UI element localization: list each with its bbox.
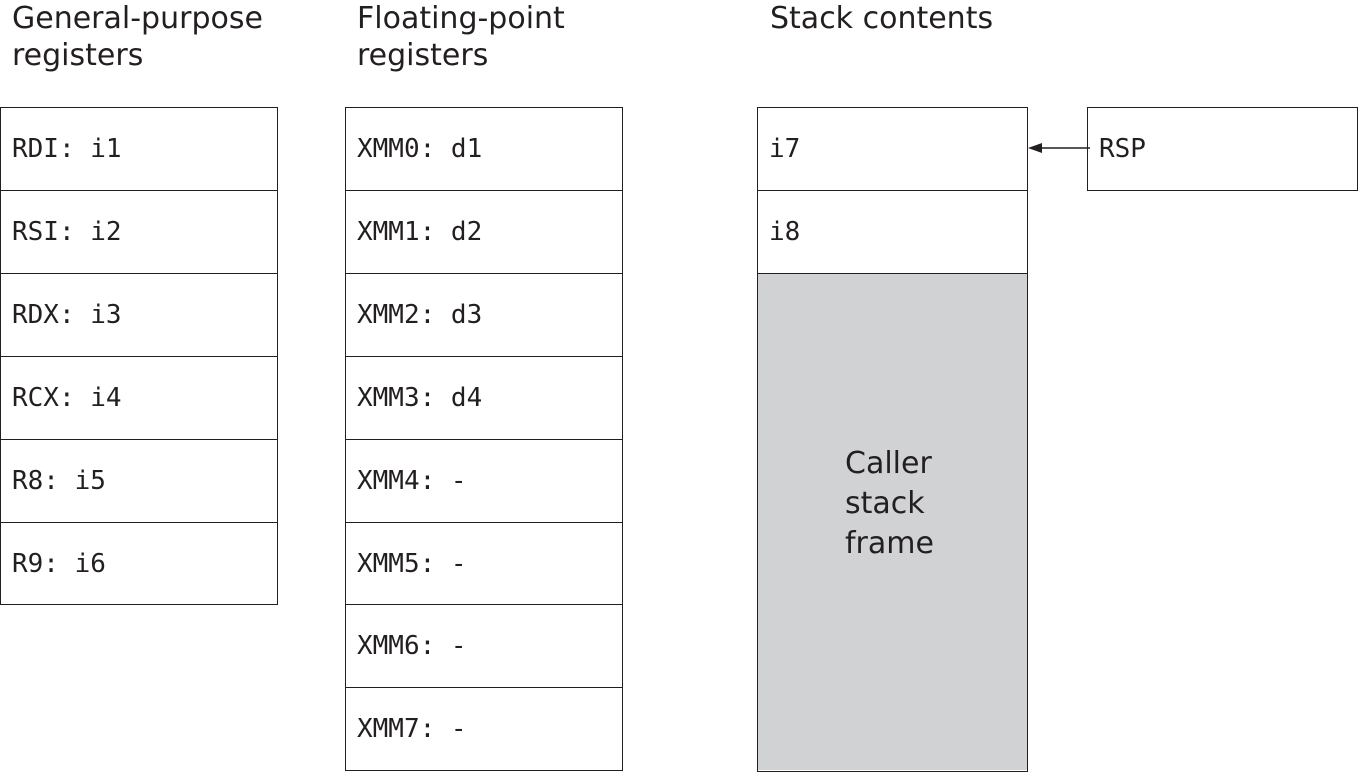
rsp-arrow-head xyxy=(1028,143,1042,153)
gpr-cell-r8: R8: i5 xyxy=(1,440,277,523)
fpr-cell-xmm3: XMM3: d4 xyxy=(346,357,622,440)
rsp-pointer-label: RSP xyxy=(1099,134,1146,164)
rsp-pointer-box: RSP xyxy=(1087,107,1358,191)
gpr-cell-rcx: RCX: i4 xyxy=(1,357,277,440)
gpr-cell-r9: R9: i6 xyxy=(1,523,277,604)
fpr-cell-xmm7: XMM7: - xyxy=(346,688,622,770)
stack-table: i7 i8 Caller stack frame xyxy=(757,107,1028,772)
stack-cell-i7: i7 xyxy=(758,108,1027,191)
fpr-cell-xmm4: XMM4: - xyxy=(346,440,622,523)
fpr-cell-xmm6: XMM6: - xyxy=(346,605,622,688)
gpr-column-title: General-purpose registers xyxy=(12,1,263,73)
gpr-cell-rdi: RDI: i1 xyxy=(1,108,277,191)
fpr-cell-xmm5: XMM5: - xyxy=(346,523,622,605)
fpr-cell-xmm1: XMM1: d2 xyxy=(346,191,622,274)
fpr-cell-xmm0: XMM0: d1 xyxy=(346,108,622,191)
caller-stack-frame: Caller stack frame xyxy=(758,274,1027,770)
stack-column-title: Stack contents xyxy=(770,1,994,36)
caller-stack-frame-label: Caller stack frame xyxy=(845,446,934,561)
gpr-cell-rdx: RDX: i3 xyxy=(1,274,277,357)
fpr-cell-xmm2: XMM2: d3 xyxy=(346,274,622,357)
gpr-register-table: RDI: i1 RSI: i2 RDX: i3 RCX: i4 R8: i5 R… xyxy=(0,107,278,605)
fpr-register-table: XMM0: d1 XMM1: d2 XMM2: d3 XMM3: d4 XMM4… xyxy=(345,107,623,771)
gpr-cell-rsi: RSI: i2 xyxy=(1,191,277,274)
rsp-arrow-icon xyxy=(1028,143,1090,153)
fpr-column-title: Floating-point registers xyxy=(357,1,565,73)
stack-cell-i8: i8 xyxy=(758,191,1027,274)
